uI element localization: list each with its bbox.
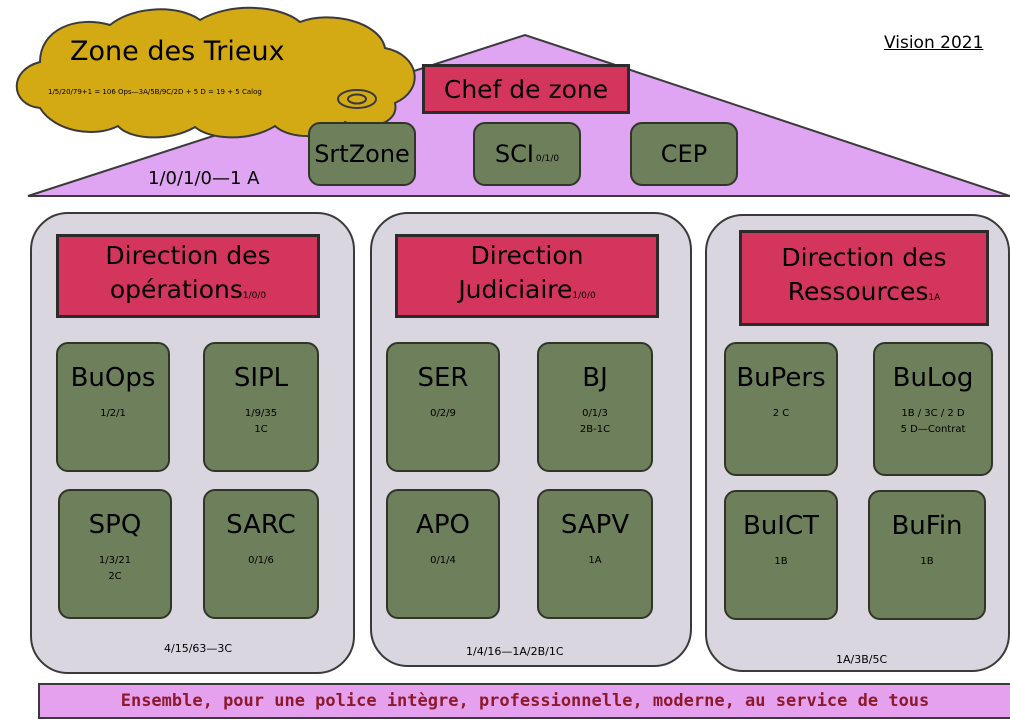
zone-title: Zone des Trieux — [70, 36, 285, 67]
roof-unit-srtzone: SrtZone — [308, 122, 416, 186]
unit-box: BuPers 2 C — [724, 342, 838, 476]
unit-name: SAPV — [560, 510, 630, 540]
unit-box: SARC 0/1/6 — [203, 489, 319, 619]
direction-judiciaire-box: Direction Judiciaire1/0/0 — [395, 234, 659, 318]
unit-name: SARC — [226, 510, 296, 540]
roof-unit-cep: CEP — [630, 122, 738, 186]
direction-title-line2: Judiciaire — [458, 275, 573, 304]
unit-line: 5 D—Contrat — [900, 424, 966, 435]
unit-box: BuICT 1B — [724, 490, 838, 620]
vision-label: Vision 2021 — [884, 33, 984, 53]
unit-line: 1B — [774, 556, 788, 567]
direction-title-line2: Ressources — [787, 277, 929, 306]
roof-unit-name: CEP — [660, 140, 708, 168]
direction-sub: 1/0/0 — [242, 291, 267, 301]
chef-de-zone-box: Chef de zone — [422, 64, 630, 114]
unit-line: 1B — [920, 556, 934, 567]
unit-line: 2C — [108, 571, 122, 582]
unit-line: 1B / 3C / 2 D — [901, 408, 965, 419]
pillar-personnel-code: 1A/3B/5C — [836, 653, 888, 666]
roof-unit-sci: SCI 0/1/0 — [473, 122, 581, 186]
unit-line: 0/1/3 — [582, 408, 608, 419]
unit-name: BuLog — [892, 363, 974, 393]
direction-operations-box: Direction des opérations1/0/0 — [56, 234, 320, 318]
unit-line: 1/3/21 — [98, 555, 132, 566]
unit-line: 0/1/6 — [248, 555, 274, 566]
direction-ressources-box: Direction des Ressources1A — [739, 230, 989, 326]
unit-line: 0/1/4 — [430, 555, 456, 566]
unit-box: SPQ 1/3/21 2C — [58, 489, 172, 619]
unit-line: 1/2/1 — [100, 408, 126, 419]
motto-banner: Ensemble, pour une police intègre, profe… — [38, 683, 1010, 719]
zone-summary: 1/5/20/79+1 = 106 Ops—3A/5B/9C/2D + 5 D … — [48, 88, 262, 96]
direction-sub: 1A — [928, 293, 941, 303]
motto-text: Ensemble, pour une police intègre, profe… — [120, 691, 930, 711]
unit-name: SIPL — [233, 363, 289, 393]
direction-title-line2: opérations — [109, 275, 243, 304]
direction-title-line1: Direction — [470, 241, 584, 270]
unit-line: 1C — [254, 424, 268, 435]
unit-name: APO — [416, 510, 470, 540]
chef-de-zone-label: Chef de zone — [443, 74, 609, 104]
roof-unit-name: SCI — [494, 140, 534, 168]
unit-name: BuOps — [70, 363, 156, 393]
roof-unit-name: SrtZone — [314, 140, 410, 168]
unit-name: BuPers — [736, 363, 826, 393]
unit-name: BJ — [582, 363, 608, 393]
unit-box: BJ 0/1/3 2B-1C — [537, 342, 653, 472]
unit-line: 1A — [588, 555, 602, 566]
unit-line: 1/9/35 — [244, 408, 278, 419]
direction-title-line1: Direction des — [781, 243, 947, 272]
roof-unit-sub: 0/1/0 — [535, 154, 560, 164]
direction-title-line1: Direction des — [105, 241, 271, 270]
direction-sub: 1/0/0 — [572, 291, 596, 301]
unit-name: BuICT — [742, 511, 820, 541]
unit-name: BuFin — [891, 511, 963, 541]
unit-line: 0/2/9 — [430, 408, 456, 419]
eye-inner-ring — [347, 93, 367, 105]
unit-line: 2 C — [772, 408, 790, 419]
pillar-personnel-code: 1/4/16—1A/2B/1C — [466, 645, 564, 658]
cloud-shape — [15, 6, 416, 139]
unit-box: SIPL 1/9/35 1C — [203, 342, 319, 472]
unit-box: BuLog 1B / 3C / 2 D 5 D—Contrat — [873, 342, 993, 476]
unit-box: SAPV 1A — [537, 489, 653, 619]
unit-box: APO 0/1/4 — [386, 489, 500, 619]
unit-name: SER — [417, 363, 469, 393]
pillar-personnel-code: 4/15/63—3C — [164, 642, 233, 655]
unit-box: SER 0/2/9 — [386, 342, 500, 472]
roof-personnel-code: 1/0/1/0—1 A — [148, 168, 260, 189]
unit-name: SPQ — [88, 510, 142, 540]
unit-line: 2B-1C — [579, 424, 611, 435]
unit-box: BuFin 1B — [868, 490, 986, 620]
unit-box: BuOps 1/2/1 — [56, 342, 170, 472]
